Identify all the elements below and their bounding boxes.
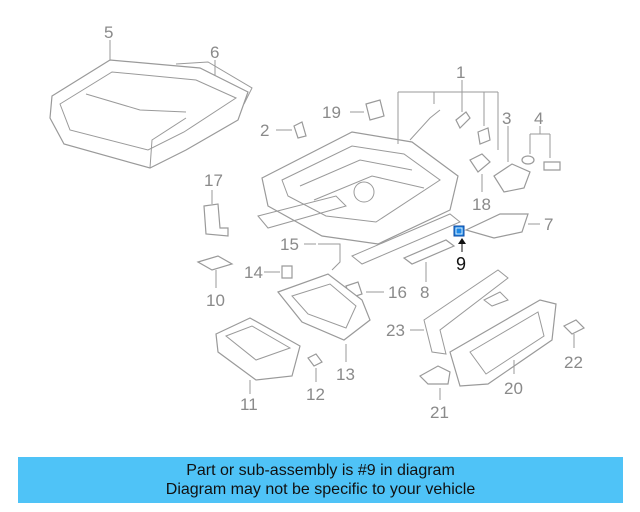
- callout-15: 15: [280, 235, 299, 254]
- info-banner: Part or sub-assembly is #9 in diagram Di…: [18, 457, 623, 503]
- part-9-highlight: [453, 225, 465, 237]
- callout-10: 10: [206, 291, 225, 310]
- callout-22: 22: [564, 353, 583, 372]
- callout-5: 5: [104, 23, 113, 42]
- seat-cushion-part: [49, 59, 253, 169]
- banner-line-1: Part or sub-assembly is #9 in diagram: [186, 462, 455, 479]
- callout-12: 12: [306, 385, 325, 404]
- callout-6: 6: [210, 43, 219, 62]
- callout-14: 14: [244, 263, 263, 282]
- callout-3: 3: [502, 109, 511, 128]
- callout-7: 7: [544, 215, 553, 234]
- callout-21: 21: [430, 403, 449, 422]
- callout-19: 19: [322, 103, 341, 122]
- callout-18: 18: [472, 195, 491, 214]
- banner-line-2: Diagram may not be specific to your vehi…: [165, 481, 476, 498]
- callout-2: 2: [260, 121, 269, 140]
- callout-20: 20: [504, 379, 523, 398]
- parts-diagram: 1 2 3 4 5 6 7 8 9 10 11 12 13 14 15 16 1…: [49, 23, 586, 422]
- callout-13: 13: [336, 365, 355, 384]
- callout-1: 1: [456, 63, 465, 82]
- callout-17: 17: [204, 171, 223, 190]
- callout-16: 16: [388, 283, 407, 302]
- callout-8: 8: [420, 283, 429, 302]
- callout-4: 4: [534, 109, 543, 128]
- callout-11: 11: [240, 395, 258, 414]
- seat-frame-part: [257, 131, 461, 265]
- callout-23: 23: [386, 321, 405, 340]
- callout-9: 9: [456, 254, 466, 274]
